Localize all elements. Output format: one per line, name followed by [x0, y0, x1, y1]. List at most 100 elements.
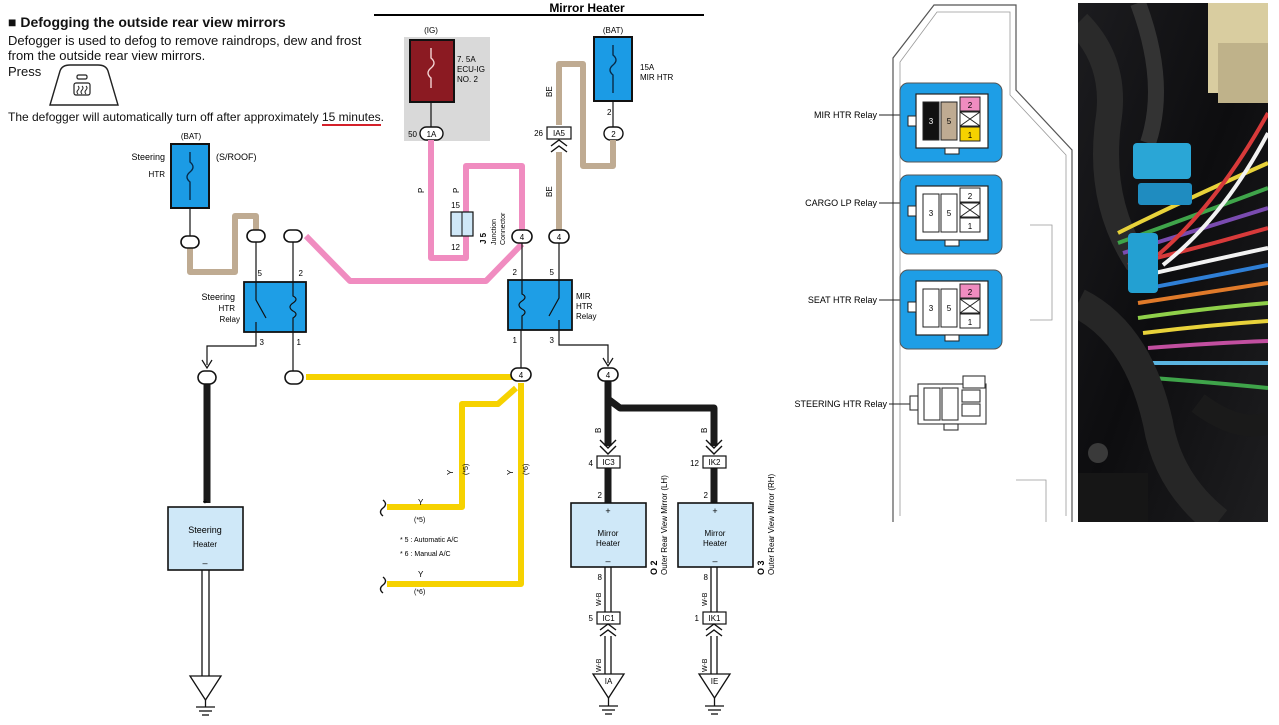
rh-heater-minus: – — [712, 556, 717, 566]
seat-socket-pin2: 2 — [968, 288, 973, 297]
wire-note-6: (*6) — [523, 464, 530, 475]
steering-heater — [167, 506, 244, 571]
auto-off-text: The defogger will automatically turn off… — [8, 110, 384, 126]
wire-label-y-break1: Y — [418, 498, 424, 507]
break-note-6: (*6) — [414, 589, 425, 596]
splice-oval — [180, 235, 200, 249]
lh-mirror-label: Outer Rear View Mirror (LH) — [660, 475, 669, 575]
rh-ik1-pin: 1 — [695, 614, 700, 623]
lh-heater-pin2: 2 — [598, 491, 603, 500]
legend-manual-ac: * 6 : Manual A/C — [400, 551, 451, 558]
wire-label-wb-rh2: W-B — [702, 658, 709, 672]
ic3-label: IC3 — [602, 458, 615, 467]
steering-htr-relay — [243, 281, 307, 333]
black-wire-rh — [605, 396, 718, 446]
mir-socket-pin3: 3 — [929, 117, 934, 126]
mir-htr-relay — [507, 279, 573, 331]
auto-off-suffix: . — [380, 110, 384, 124]
wire-label-y5: Y — [446, 469, 455, 475]
mir-socket-pin2: 2 — [968, 101, 973, 110]
lh-heater-minus: – — [605, 556, 610, 566]
mir-relay-name2: HTR — [576, 302, 593, 311]
connector-ia5 — [546, 126, 572, 140]
seat-socket-pin5: 5 — [947, 304, 952, 313]
connector-1a-label: 1A — [427, 130, 437, 139]
wire-label-wb-rh1: W-B — [702, 592, 709, 606]
ig-fuse-amp: 7. 5A — [457, 55, 476, 64]
connector-ic3 — [596, 455, 621, 469]
mir-fuse-pin: 2 — [607, 108, 612, 117]
mir-relay-pin1: 1 — [513, 336, 518, 345]
conn-4-label: 4 — [520, 233, 525, 242]
intro-text-line1: Defogger is used to defog to remove rain… — [8, 33, 362, 48]
rh-heater-pin2: 2 — [704, 491, 709, 500]
steering-relay-pin3: 3 — [260, 338, 265, 347]
mir-bat-label: (BAT) — [603, 26, 624, 35]
wire-label-y-break2: Y — [418, 570, 424, 579]
conn-4-label: 4 — [606, 371, 611, 380]
rh-heater-plus: + — [712, 506, 717, 516]
ik2-label: IK2 — [708, 458, 721, 467]
splice-oval — [284, 370, 304, 385]
lh-ic1-pin: 5 — [589, 614, 594, 623]
steering-relay-name2: HTR — [219, 304, 236, 313]
rh-mirror-code: O 3 — [756, 560, 766, 575]
ia5-label: IA5 — [553, 129, 566, 138]
ig-label: (IG) — [424, 26, 438, 35]
steering-fuse-name2: HTR — [149, 170, 166, 179]
wire-note-5: (*5) — [463, 464, 470, 475]
mir-relay-name1: MIR — [576, 292, 591, 301]
break-note-5: (*5) — [414, 517, 425, 524]
conn-4-label: 4 — [557, 233, 562, 242]
junction-name2: Connector — [500, 212, 507, 245]
ig-fuse-name1: ECU-IG — [457, 65, 485, 74]
wire-label-wb-lh1: W-B — [596, 592, 603, 606]
steering-heater-minus: – — [202, 558, 207, 568]
seat-socket-pin3: 3 — [929, 304, 934, 313]
ic1-label: IC1 — [602, 614, 615, 623]
conn-4-label: 4 — [519, 371, 524, 380]
mir-relay-pin5: 5 — [550, 268, 555, 277]
wire-label-b-rh: B — [700, 428, 709, 433]
steering-relay-pin2: 2 — [299, 269, 304, 278]
wire-label-wb-lh2: W-B — [596, 658, 603, 672]
intro-text-line2: from the outside rear view mirrors. — [8, 48, 206, 63]
steering-fuse-note: (S/ROOF) — [216, 152, 257, 162]
pink-wire-relay — [303, 233, 525, 284]
rh-ik2-pin: 12 — [690, 459, 699, 468]
wire-label-be1: BE — [545, 86, 554, 97]
rh-mirror-heater — [677, 502, 754, 568]
wire-label-p1: P — [417, 188, 426, 193]
ground-ia-label: IA — [605, 677, 613, 686]
lh-ic3-pin: 4 — [589, 459, 594, 468]
mir-relay-name3: Relay — [576, 312, 596, 321]
socket-steering-htr-relay — [909, 375, 987, 431]
auto-off-duration: 15 minutes — [321, 110, 381, 126]
rh-heater-name1: Mirror — [705, 529, 726, 538]
steering-relay-pin5: 5 — [258, 269, 263, 278]
ecu-ig-fuse — [409, 39, 455, 103]
steering-bat-label: (BAT) — [181, 132, 202, 141]
wire-label-p2: P — [452, 188, 461, 193]
wire-label-b-lh: B — [594, 428, 603, 433]
press-text: Press — [8, 64, 42, 79]
rh-mirror-label: Outer Rear View Mirror (RH) — [767, 473, 776, 575]
wire-label-y6: Y — [506, 469, 515, 475]
relay-box-photo — [1078, 3, 1268, 522]
pink-wire-p — [428, 140, 525, 261]
rh-heater-pin8: 8 — [704, 573, 709, 582]
relay-box-outline — [892, 4, 1073, 522]
tan-wire-be-top — [556, 61, 616, 169]
junction-pin-top: 15 — [451, 201, 460, 210]
yellow-wire-6 — [387, 383, 524, 587]
lh-heater-name1: Mirror — [598, 529, 619, 538]
ground-ie-label: IE — [711, 677, 719, 686]
junction-code: J 5 — [479, 232, 488, 244]
cargo-socket-pin5: 5 — [947, 209, 952, 218]
mir-fuse-connector: 2 — [611, 130, 616, 139]
splice-oval — [246, 229, 266, 243]
lh-mirror-heater — [570, 502, 647, 568]
defogger-button-icon — [49, 64, 119, 106]
steering-heater-name2: Heater — [193, 540, 217, 549]
